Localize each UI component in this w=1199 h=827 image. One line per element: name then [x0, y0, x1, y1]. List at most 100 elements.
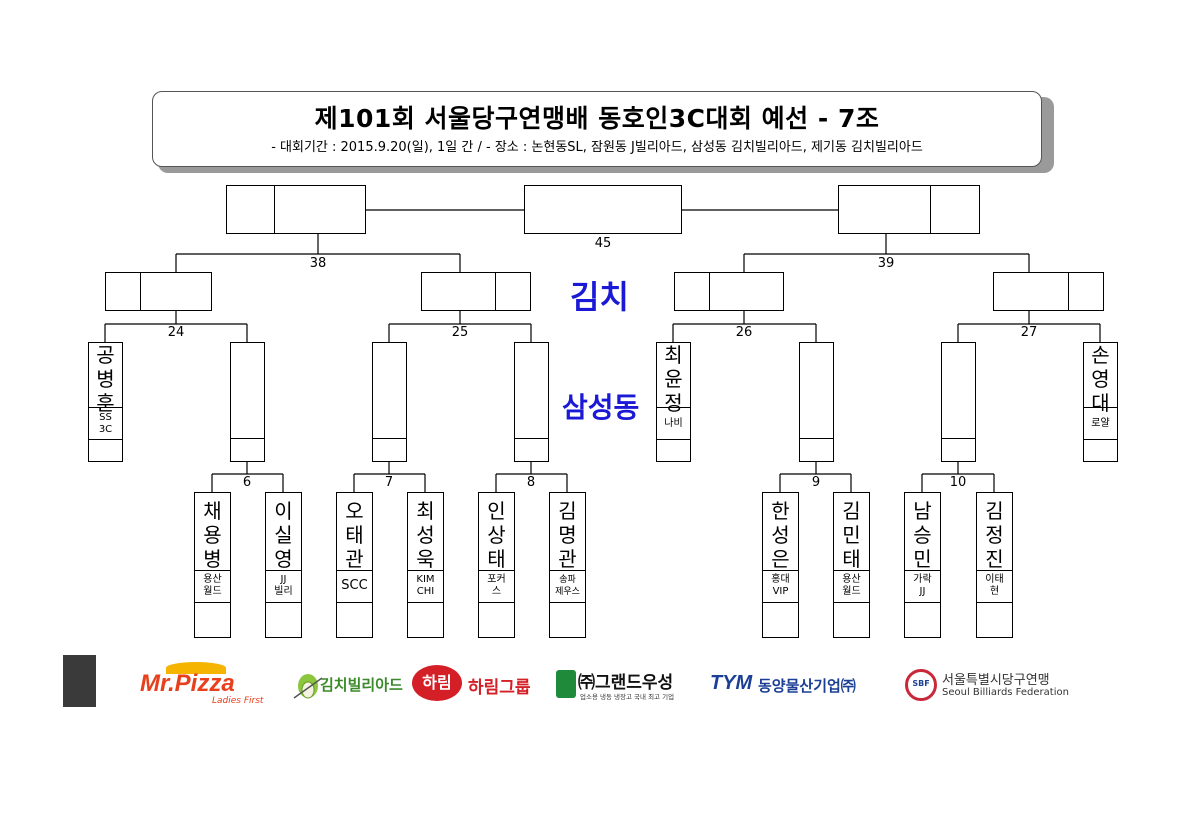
slot-divider — [657, 439, 690, 441]
harim-logo: 하림 하림그룹 — [412, 665, 537, 703]
sbf-emblem-icon: SBF — [905, 669, 937, 701]
empty-slot-27a — [941, 342, 976, 462]
tym-mark: TYM — [710, 672, 753, 694]
slot-divider — [1084, 407, 1117, 409]
semi-divider-25 — [495, 272, 497, 311]
match-number-8: 8 — [526, 475, 536, 490]
match-number-39: 39 — [877, 256, 895, 271]
match-number-27: 27 — [1020, 325, 1038, 340]
slot-divider — [195, 570, 230, 572]
empty-slot-25b — [514, 342, 549, 462]
slot-divider — [905, 570, 940, 572]
match-number-24: 24 — [167, 325, 185, 340]
slot-divider — [763, 602, 798, 604]
left-dark-block — [63, 655, 96, 707]
final-right-box — [838, 185, 980, 234]
slot-divider — [977, 602, 1012, 604]
sbf-korean-name: 서울특별시당구연맹 — [942, 673, 1050, 688]
tym-text: 동양물산기업㈜ — [758, 677, 856, 695]
slot-divider — [266, 602, 301, 604]
slot-divider — [763, 570, 798, 572]
empty-slot-25a — [372, 342, 407, 462]
slot-divider — [479, 602, 514, 604]
grand-text: ㈜그랜드우성 — [578, 673, 674, 693]
slot-divider — [195, 602, 230, 604]
slot-divider — [515, 438, 548, 440]
tym-logo: TYM 동양물산기업㈜ — [710, 672, 892, 700]
slot-divider — [89, 407, 122, 409]
mrpizza-tagline: Ladies First — [212, 696, 264, 706]
slot-divider — [1084, 439, 1117, 441]
semi-box-26 — [674, 272, 784, 311]
slot-divider — [266, 570, 301, 572]
slot-divider — [834, 570, 869, 572]
mrpizza-text: Mr.Pizza — [140, 670, 235, 697]
slot-divider — [408, 570, 443, 572]
page-title: 제101회 서울당구연맹배 동호인3C대회 예선 - 7조 — [314, 104, 880, 133]
slot-divider — [231, 438, 264, 440]
slot-divider — [373, 438, 406, 440]
harim-text: 하림그룹 — [468, 678, 531, 698]
final-left-divider — [274, 185, 276, 234]
semi-box-24 — [105, 272, 212, 311]
sbf-logo: SBF 서울특별시당구연맹 Seoul Billiards Federation — [905, 667, 1075, 705]
semi-box-27 — [993, 272, 1104, 311]
match-number-25: 25 — [451, 325, 469, 340]
venue-label-samsung: 삼성동 — [562, 391, 640, 424]
match-number-9: 9 — [811, 475, 821, 490]
slot-divider — [977, 570, 1012, 572]
kimchi-billiards-logo: 김치빌리아드 — [292, 664, 403, 704]
match-number-26: 26 — [735, 325, 753, 340]
empty-slot-26b — [799, 342, 834, 462]
semi-divider-24 — [140, 272, 142, 311]
semi-divider-27 — [1068, 272, 1070, 311]
empty-slot-24b — [230, 342, 265, 462]
semi-box-25 — [421, 272, 531, 311]
kimchi-text: 김치빌리아드 — [320, 676, 403, 694]
player-club-7a: SCC — [341, 578, 368, 593]
grand-woosung-logo: ㈜그랜드우성 업소용 냉동 냉장고 국내 최고 기업 — [556, 668, 696, 704]
slot-divider — [800, 438, 833, 440]
final-right-divider — [930, 185, 932, 234]
match-number-6: 6 — [242, 475, 252, 490]
player-club-26: 나비 — [664, 418, 683, 429]
slot-divider — [408, 602, 443, 604]
grand-tagline: 업소용 냉동 냉장고 국내 최고 기업 — [580, 693, 675, 701]
slot-divider — [550, 570, 585, 572]
grand-icon — [556, 670, 576, 698]
slot-divider — [834, 602, 869, 604]
final-center-box — [524, 185, 682, 234]
slot-divider — [657, 407, 690, 409]
sbf-emblem-text: SBF — [912, 679, 930, 688]
slot-divider — [905, 602, 940, 604]
